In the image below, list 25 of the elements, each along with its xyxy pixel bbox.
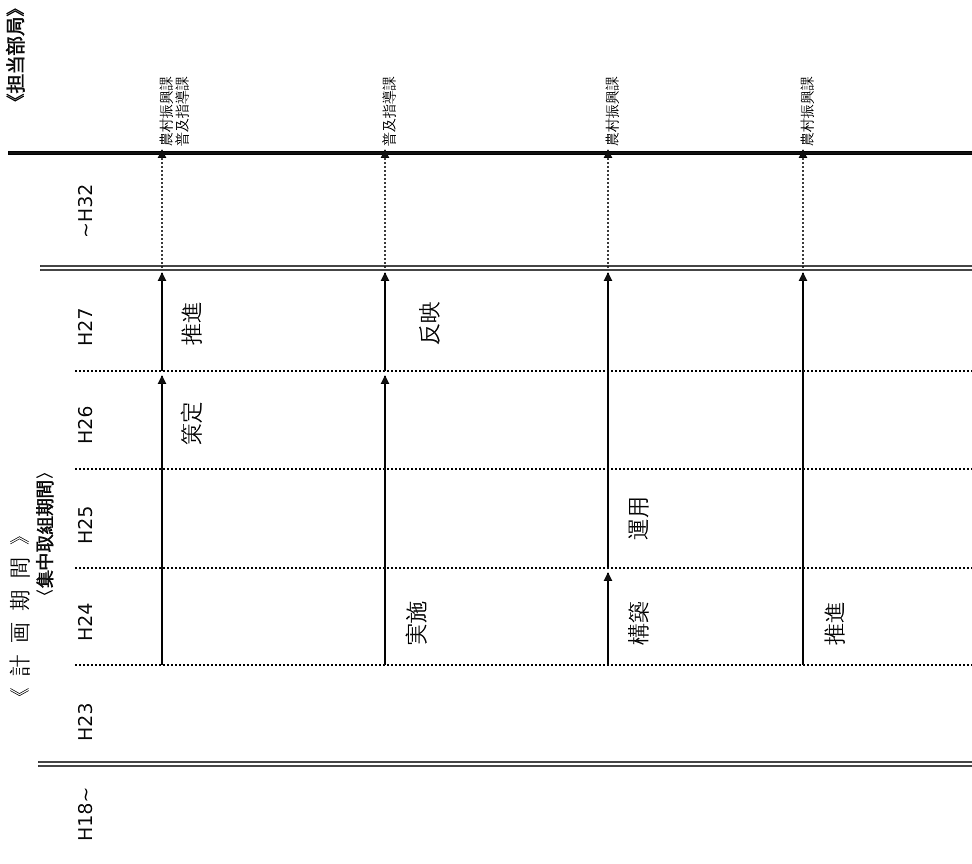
period-label: H24 xyxy=(76,602,98,641)
phase-label: 構築 xyxy=(627,601,652,645)
dotted-arrow xyxy=(798,149,808,268)
dotted-arrow xyxy=(604,149,612,268)
period-label: H18~ xyxy=(76,786,98,841)
period-label: H26 xyxy=(76,406,98,444)
column-heading: 〈集中取組期間〉 xyxy=(36,462,57,606)
phase-label: 反映 xyxy=(418,301,444,345)
dotted-arrow xyxy=(380,149,390,268)
department-label: 農村振興課 普及指導課 xyxy=(159,76,192,146)
period-label: H23 xyxy=(76,702,98,741)
phase-label: 推進 xyxy=(180,301,206,345)
department-label: 普及指導課 xyxy=(382,76,398,146)
phase-label: 実施 xyxy=(405,601,430,645)
column-heading: 《計画期間》 xyxy=(8,512,32,708)
department-label: 農村振興課 xyxy=(800,76,816,146)
phase-label: 推進 xyxy=(823,601,848,645)
period-label: H25 xyxy=(76,506,98,544)
department-label: 農村振興課 xyxy=(605,76,622,146)
dotted-arrow xyxy=(158,149,166,268)
period-label: H27 xyxy=(76,308,98,346)
column-heading: 《担当部局》 xyxy=(6,0,28,112)
phase-label: 策定 xyxy=(180,401,206,445)
phase-label: 運用 xyxy=(627,496,652,540)
period-label: ~H32 xyxy=(76,184,98,238)
